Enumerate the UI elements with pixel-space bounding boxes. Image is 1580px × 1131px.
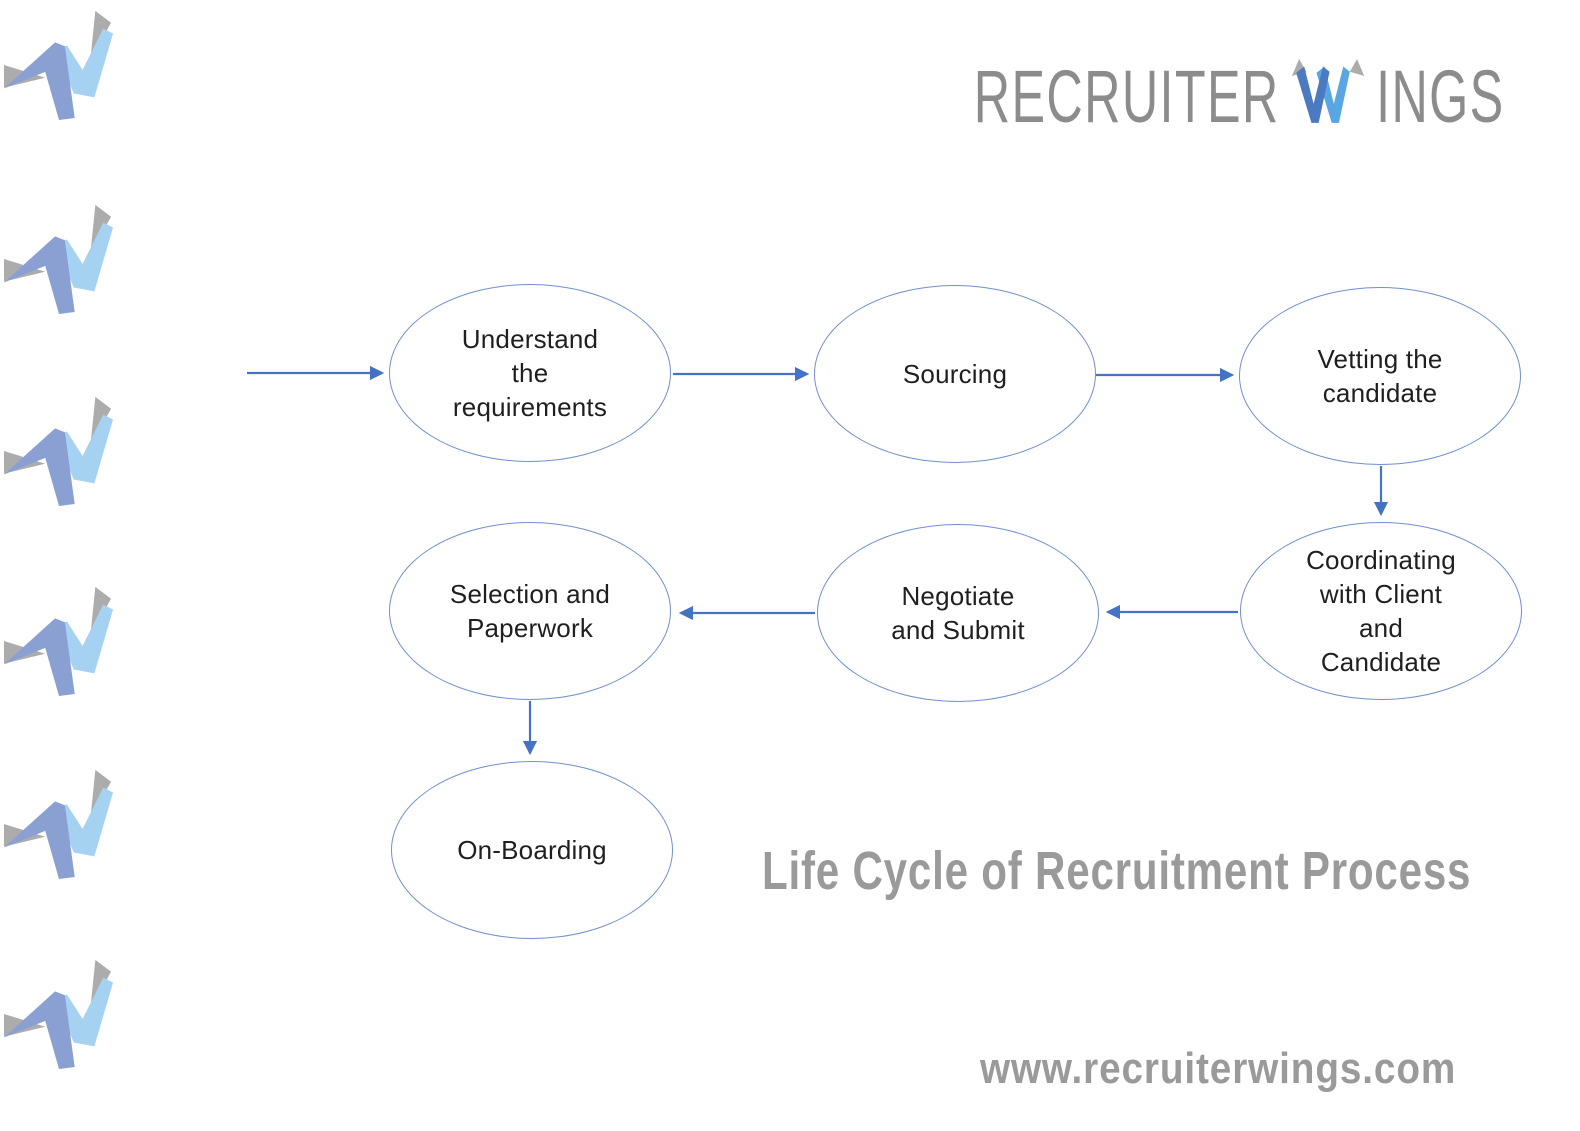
flow-node-vetting: Vetting the candidate: [1239, 287, 1521, 465]
flow-node-understand: Understand the requirements: [389, 284, 671, 462]
flow-node-label: Sourcing: [902, 359, 1008, 389]
wing-logo-watermark-icon: [3, 10, 114, 120]
wing-logo-watermark-icon: [3, 204, 114, 314]
wing-logo-watermark-icon: [3, 396, 114, 506]
flow-node-sourcing: Sourcing: [814, 285, 1096, 463]
wing-logo-watermark-icon: [3, 959, 114, 1069]
wing-w-icon: [1292, 58, 1365, 123]
flow-node-coordinating: Coordinating with Client and Candidate: [1240, 522, 1522, 700]
brand-text-recruiter: RECRUITER: [974, 55, 1280, 138]
brand-logo: RECRUITER INGS: [974, 54, 1505, 139]
flow-node-onboarding: On-Boarding: [391, 761, 673, 939]
wing-logo-watermark-icon: [3, 586, 114, 696]
wing-logo-watermark-icon: [3, 769, 114, 879]
flow-node-selection: Selection and Paperwork: [389, 522, 671, 700]
flow-node-negotiate: Negotiate and Submit: [817, 524, 1099, 702]
website-text: www.recruiterwings.com: [979, 1044, 1456, 1093]
flow-node-label: Coordinating with Client and Candidate: [1306, 545, 1456, 677]
flow-node-label: On-Boarding: [457, 835, 607, 865]
page-title: Life Cycle of Recruitment Process: [762, 841, 1472, 901]
brand-text-ings: INGS: [1376, 55, 1505, 138]
flow-node-label: Understand the requirements: [452, 324, 608, 422]
flow-node-label: Selection and Paperwork: [449, 579, 611, 643]
flow-node-label: Vetting the candidate: [1317, 344, 1443, 408]
flow-node-label: Negotiate and Submit: [891, 581, 1025, 645]
